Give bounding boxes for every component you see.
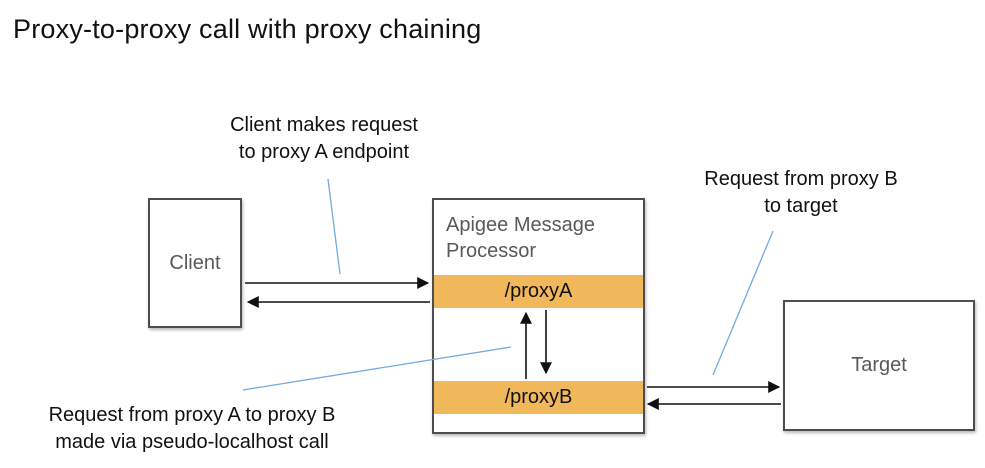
annotation-line: to target (764, 195, 838, 217)
message-processor-label: Apigee Message Processor (446, 214, 595, 262)
endpoint-bar-proxyb: /proxyB (434, 381, 643, 414)
target-label: Target (851, 354, 907, 376)
endpoint-label-proxyb: /proxyB (504, 386, 573, 408)
annotation-client-request: Client makes request to proxy A endpoint (193, 112, 455, 166)
annotation-line: made via pseudo-localhost call (55, 431, 329, 453)
annotation-proxya-to-proxyb: Request from proxy A to proxy B made via… (10, 402, 374, 456)
annotation-line: Client makes request (230, 114, 418, 136)
endpoint-label-proxya: /proxyA (504, 280, 573, 302)
page-title: Proxy-to-proxy call with proxy chaining (13, 14, 482, 44)
annotation-proxyb-to-target: Request from proxy B to target (660, 166, 942, 220)
annotation-line: Request from proxy B (704, 168, 898, 190)
annotation-line: Request from proxy A to proxy B (48, 404, 336, 426)
endpoint-bar-proxya: /proxyA (434, 275, 643, 308)
callout-line-proxyb-target (712, 230, 774, 376)
message-processor-box: Apigee Message Processor /proxyA /proxyB (432, 198, 645, 434)
target-box: Target (783, 300, 975, 431)
callout-line-client-request (327, 178, 341, 275)
client-label: Client (169, 251, 221, 274)
client-box: Client (148, 198, 242, 328)
annotation-line: to proxy A endpoint (238, 141, 410, 163)
